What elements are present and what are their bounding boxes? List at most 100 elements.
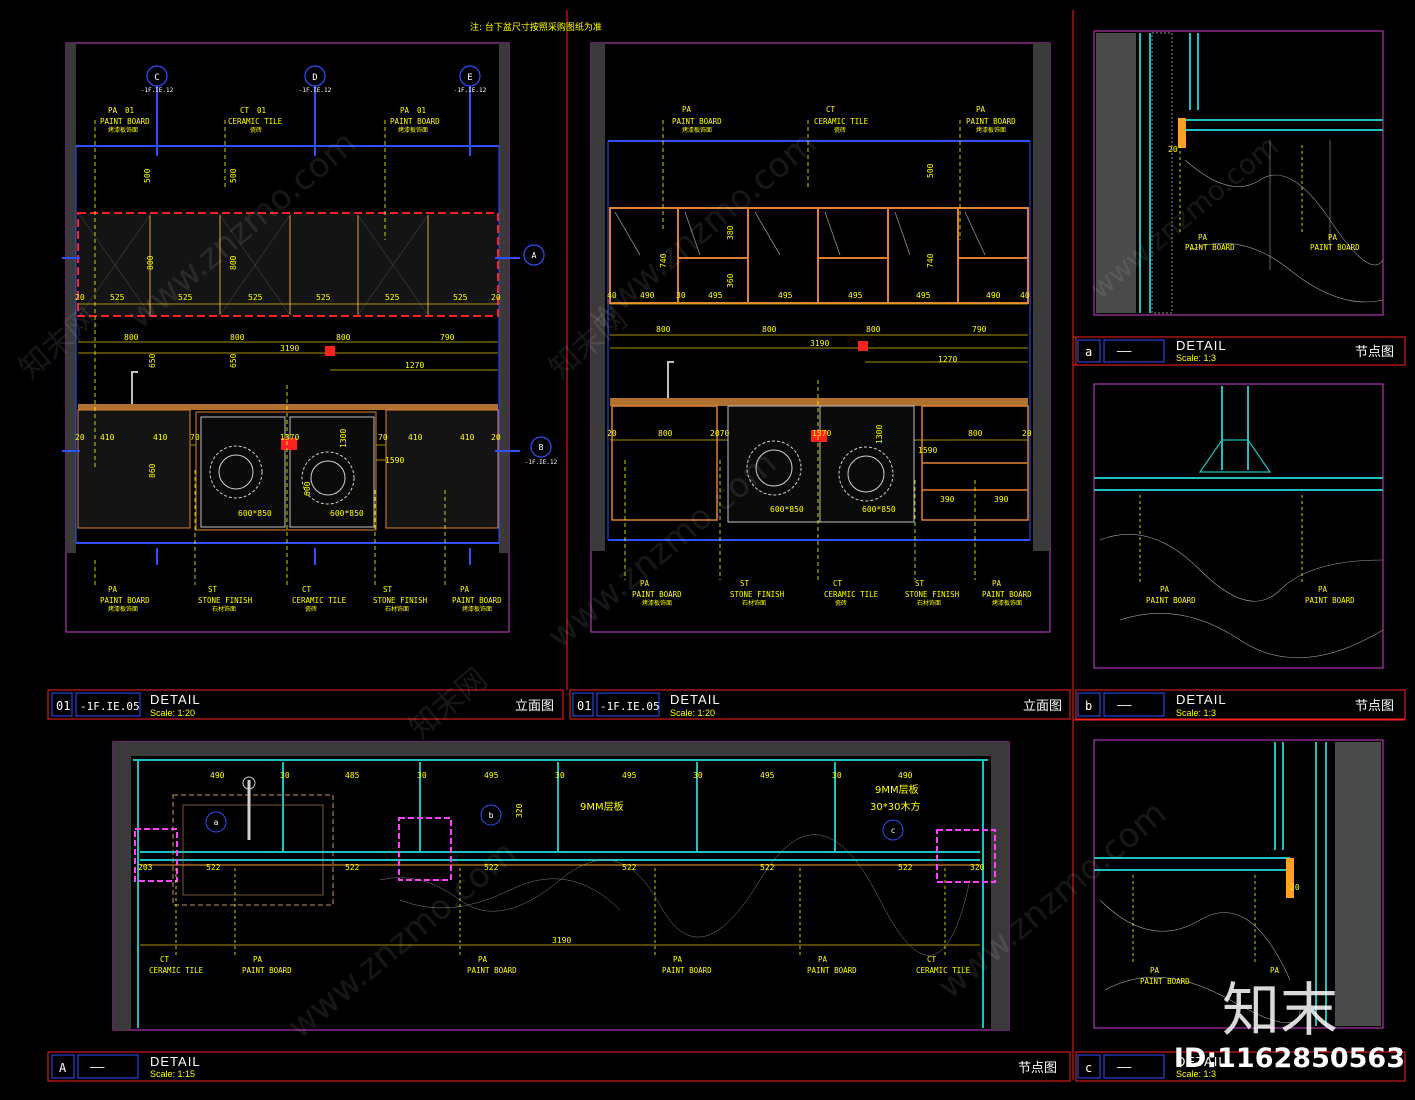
material-cn: 石材饰面	[385, 605, 409, 613]
material-cn: 瓷砖	[835, 599, 847, 607]
material-tag-no: 01	[257, 106, 266, 115]
dim-label: 525	[453, 293, 468, 302]
title-bar-pc: c —— DETAIL Scale: 1:3	[1085, 1054, 1226, 1079]
material-name: PAINT BOARD	[672, 117, 722, 126]
material-tag-ct: CT	[160, 955, 170, 964]
material-tag-no: 01	[417, 106, 426, 115]
dim-label: 522	[898, 863, 913, 872]
drawing-scale: Scale: 1:20	[670, 708, 715, 718]
dim-label: 525	[248, 293, 263, 302]
dim-label: 1270	[938, 355, 957, 364]
dim-label: 495	[916, 291, 931, 300]
material-name: PAINT BOARD	[1310, 243, 1360, 252]
drawing-scale: Scale: 1:20	[150, 708, 195, 718]
drawing-number: 01	[577, 699, 591, 713]
dim-label: 70	[378, 433, 388, 442]
dim-label: 490	[986, 291, 1001, 300]
dim-label: 1270	[405, 361, 424, 370]
node-detail-c: PA PAINT BOARD PA 20	[1093, 739, 1384, 1029]
dim-label: 1590	[385, 456, 404, 465]
material-name: STONE FINISH	[198, 596, 253, 605]
section-marker-e[interactable]: E	[467, 73, 472, 83]
section-marker-ref: -1F.IE.12	[141, 87, 174, 94]
dim-label: 800	[968, 429, 983, 438]
dim-label: 800	[866, 325, 881, 334]
dim-label: 500	[926, 163, 935, 178]
material-tag-ct: CT	[826, 105, 836, 114]
drawing-note: 注: 台下盆尺寸按照采购图纸为准	[470, 23, 602, 33]
board-label: 9MM层板	[580, 800, 624, 813]
detail-marker-b[interactable]: b	[489, 811, 494, 820]
dim-label: 360	[726, 273, 735, 288]
dim-label: 40	[607, 291, 617, 300]
material-name: CERAMIC TILE	[916, 966, 971, 975]
detail-marker-c[interactable]: c	[891, 826, 896, 835]
title-bars	[47, 336, 1406, 1082]
material-cn: 烤漆板饰面	[108, 605, 138, 613]
material-name: CERAMIC TILE	[292, 596, 347, 605]
drawing-type: 节点图	[1355, 345, 1394, 360]
dim-label: 740	[659, 253, 668, 268]
dim-label: 525	[110, 293, 125, 302]
dim-label: 20	[1290, 883, 1300, 892]
node-detail-b: PA PAINT BOARD PA PAINT BOARD	[1093, 383, 1384, 669]
section-marker-d[interactable]: D	[312, 73, 317, 83]
dim-label: 320	[515, 803, 524, 818]
material-name: STONE FINISH	[905, 590, 960, 599]
dim-label: 410	[460, 433, 475, 442]
dim-label: 490	[898, 771, 913, 780]
drawing-type: 立面图	[1023, 699, 1062, 714]
dim-label: 525	[178, 293, 193, 302]
material-tag-pa: PA	[1328, 233, 1338, 242]
material-name: PAINT BOARD	[982, 590, 1032, 599]
dim-label: 30	[832, 771, 842, 780]
material-name: STONE FINISH	[730, 590, 785, 599]
plan-detail-a: a b c CT CERAMIC TILE PA PAINT BOARD PA …	[112, 741, 1010, 1031]
material-tag-pa: PA	[108, 106, 118, 115]
drawing-number: A	[59, 1061, 67, 1075]
dim-label: 495	[778, 291, 793, 300]
dim-label: 790	[972, 325, 987, 334]
dim-label: 485	[345, 771, 360, 780]
material-cn: 石材饰面	[742, 599, 766, 607]
dim-label: 410	[408, 433, 423, 442]
dim-label: 20	[491, 293, 501, 302]
material-cn: 烤漆板饰面	[992, 599, 1022, 607]
dim-label: 522	[484, 863, 499, 872]
material-tag-pa: PA	[400, 106, 410, 115]
dim-label: 800	[336, 333, 351, 342]
drawing-scale: Scale: 1:3	[1176, 708, 1216, 718]
section-marker-c[interactable]: C	[154, 73, 159, 83]
material-tag-st: ST	[915, 579, 925, 588]
drawing-type: 立面图	[515, 699, 554, 714]
material-name: PAINT BOARD	[1305, 596, 1355, 605]
material-name: PAINT BOARD	[966, 117, 1016, 126]
material-cn: 烤漆板饰面	[398, 126, 428, 134]
dim-label: 800	[656, 325, 671, 334]
material-cn: 烤漆板饰面	[462, 605, 492, 613]
dim-label: 522	[206, 863, 221, 872]
dim-label: 380	[726, 225, 735, 240]
material-tag-pa: PA	[253, 955, 263, 964]
dim-label: 20	[491, 433, 501, 442]
material-tag-pa: PA	[460, 585, 470, 594]
dim-label: 390	[994, 495, 1009, 504]
brand-logo: 知末	[1222, 976, 1339, 1044]
title-bar-p1: 01 -1F.IE.05 DETAIL Scale: 1:20 立面图	[56, 692, 554, 718]
material-cn: 烤漆板饰面	[976, 126, 1006, 134]
material-tag-pa: PA	[976, 105, 986, 114]
dim-label: 495	[848, 291, 863, 300]
section-marker-b[interactable]: B	[539, 443, 544, 452]
material-tag-pa: PA	[1160, 585, 1170, 594]
dim-label: 20	[607, 429, 617, 438]
dim-label: 410	[100, 433, 115, 442]
section-marker-a[interactable]: A	[532, 251, 537, 260]
drawing-number: c	[1085, 1061, 1092, 1075]
material-name: PAINT BOARD	[452, 596, 502, 605]
material-tag-pa: PA	[640, 579, 650, 588]
drawing-scale: Scale: 1:3	[1176, 1069, 1216, 1079]
dim-label: 3190	[280, 344, 299, 353]
drawing-scale: Scale: 1:15	[150, 1069, 195, 1079]
material-name: CERAMIC TILE	[824, 590, 879, 599]
detail-marker-a[interactable]: a	[214, 818, 219, 827]
